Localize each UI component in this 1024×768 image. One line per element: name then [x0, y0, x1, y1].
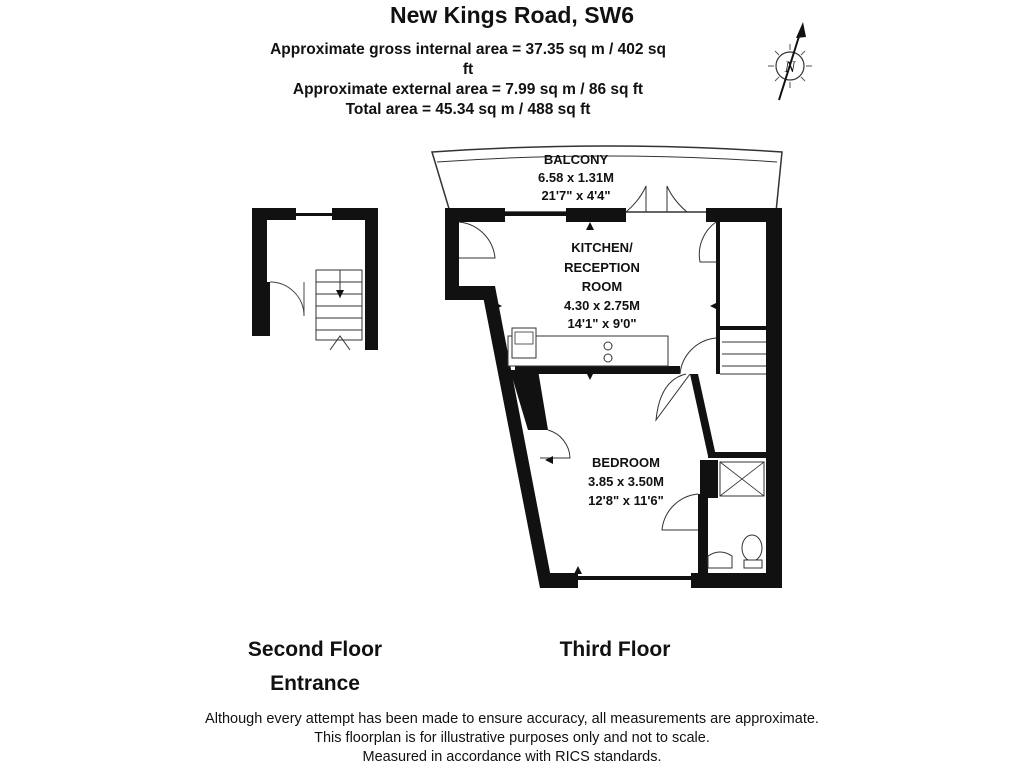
- kitchen-metric: 4.30 x 2.75M: [564, 298, 640, 313]
- bedroom-name: BEDROOM: [592, 455, 660, 470]
- kitchen-name-2: RECEPTION: [564, 260, 640, 275]
- second-floor-title: Second Floor: [247, 638, 383, 661]
- kitchen-label: KITCHEN/ RECEPTION ROOM 4.30 x 2.75M 14'…: [564, 240, 640, 331]
- balcony-label: BALCONY 6.58 x 1.31M 21'7" x 4'4": [538, 152, 614, 203]
- balcony-metric: 6.58 x 1.31M: [538, 170, 614, 185]
- plan-title: New Kings Road, SW6: [389, 2, 635, 28]
- bedroom-imperial: 12'8" x 11'6": [588, 493, 664, 508]
- disclaimer-line-3: Measured in accordance with RICS standar…: [362, 749, 662, 765]
- gross-internal-area: Approximate gross internal area = 37.35 …: [270, 41, 666, 78]
- bedroom-metric: 3.85 x 3.50M: [588, 474, 664, 489]
- second-floor-label: Second Floor Entrance: [215, 633, 415, 701]
- compass-north-label: N: [784, 59, 797, 76]
- total-area: Total area = 45.34 sq m / 488 sq ft: [345, 101, 591, 118]
- second-floor-subtitle: Entrance: [270, 672, 360, 695]
- disclaimer: Although every attempt has been made to …: [0, 710, 1024, 767]
- compass-icon: N: [768, 22, 812, 101]
- bedroom-label: BEDROOM 3.85 x 3.50M 12'8" x 11'6": [588, 455, 664, 508]
- kitchen-name-3: ROOM: [582, 279, 622, 294]
- third-floor-label: Third Floor: [515, 633, 715, 667]
- third-floor-title: Third Floor: [559, 638, 671, 661]
- area-summary: Approximate gross internal area = 37.35 …: [268, 40, 668, 120]
- third-floor-plan: BALCONY 6.58 x 1.31M 21'7" x 4'4" KITCHE…: [431, 145, 783, 588]
- kitchen-imperial: 14'1" x 9'0": [567, 316, 636, 331]
- kitchen-name-1: KITCHEN/: [571, 240, 633, 255]
- balcony-name: BALCONY: [544, 152, 609, 167]
- external-area: Approximate external area = 7.99 sq m / …: [292, 81, 644, 98]
- disclaimer-line-1: Although every attempt has been made to …: [205, 711, 819, 727]
- disclaimer-line-2: This floorplan is for illustrative purpo…: [314, 730, 710, 746]
- second-floor-plan: [252, 208, 378, 351]
- balcony-imperial: 21'7" x 4'4": [541, 188, 610, 203]
